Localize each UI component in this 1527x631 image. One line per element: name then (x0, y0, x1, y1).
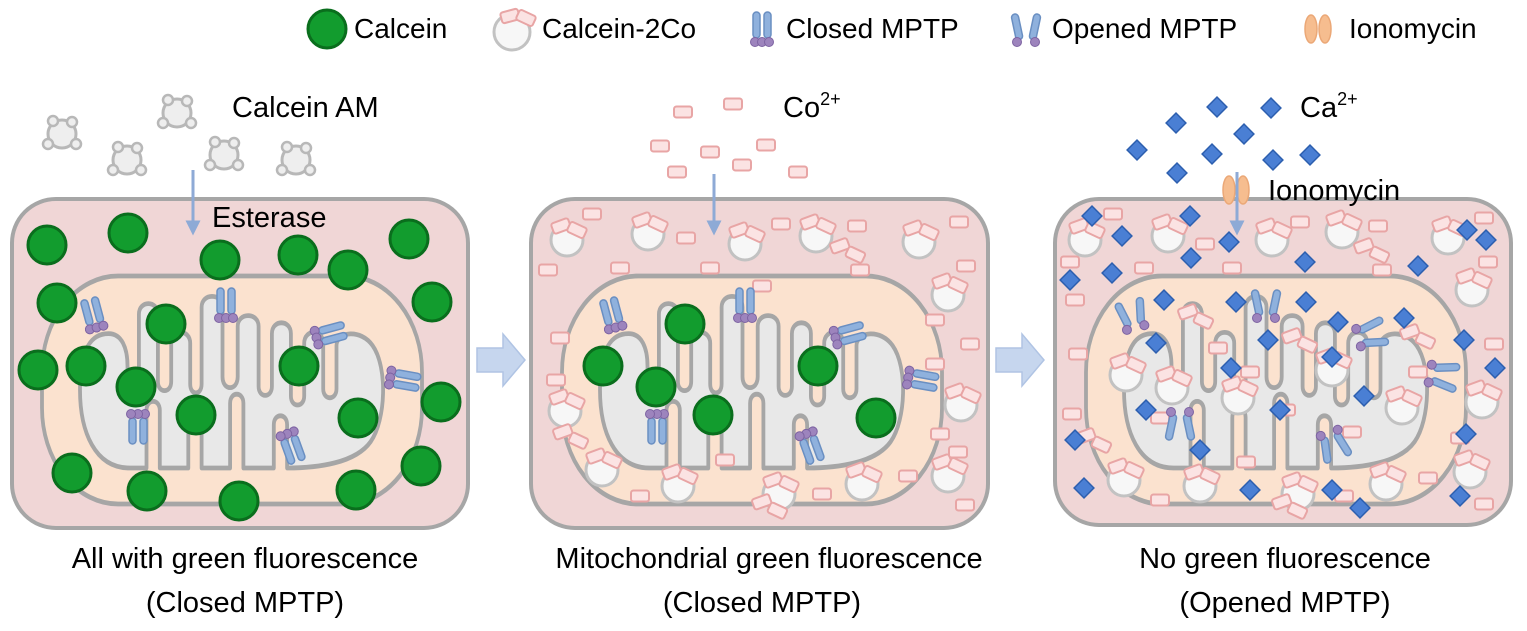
legend-ionomycin: Ionomycin (1304, 13, 1477, 44)
calcein-icon (306, 8, 348, 50)
legend-calcein-2co: Calcein-2Co (492, 7, 696, 52)
panel-3-caption-line2: (Opened MPTP) (1179, 587, 1390, 619)
closed-mptp-icon (749, 11, 775, 48)
legend-calcein-2co-label: Calcein-2Co (542, 13, 696, 44)
legend-calcein: Calcein (306, 8, 447, 50)
calcein-2co-icon (492, 7, 537, 52)
opened-mptp-icon (1010, 12, 1042, 48)
legend-calcein-label: Calcein (354, 13, 447, 44)
legend-closed-mptp: Closed MPTP (749, 11, 959, 48)
panel-2-caption-line2: (Closed MPTP) (663, 587, 861, 619)
transition-arrow-2 (995, 331, 1045, 389)
panel-2-reagent-base: Co2+ (783, 89, 841, 124)
panel-1-caption-line2: (Closed MPTP) (146, 587, 344, 619)
panel-3: Ca2+ Ionomycin (1053, 89, 1513, 619)
transition-arrow-1 (476, 331, 526, 389)
panel-2: Co2+ (529, 89, 990, 619)
panel-3-caption-line1: No green fluorescence (1139, 543, 1431, 575)
legend-opened-mptp: Opened MPTP (1010, 12, 1237, 48)
calcium-ions-entering (1126, 96, 1321, 184)
panel-1-caption-line1: All with green fluorescence (72, 543, 419, 575)
panel-3-agent: Ionomycin (1268, 175, 1400, 207)
panel-1: Calcein AM Esterase All with (10, 92, 470, 619)
legend-opened-mptp-label: Opened MPTP (1052, 13, 1237, 44)
panel-1-reagent: Calcein AM (232, 92, 379, 124)
panel-2-caption-line1: Mitochondrial green fluorescence (555, 543, 982, 575)
legend-closed-mptp-label: Closed MPTP (786, 13, 959, 44)
legend: Calcein Calcein-2Co Closed MPTP Opened M… (306, 7, 1477, 52)
legend-ionomycin-label: Ionomycin (1349, 13, 1477, 44)
panel-1-enzyme: Esterase (212, 202, 326, 234)
panel-3-reagent: Ca2+ (1300, 89, 1358, 124)
ionomycin-icon (1304, 14, 1332, 44)
